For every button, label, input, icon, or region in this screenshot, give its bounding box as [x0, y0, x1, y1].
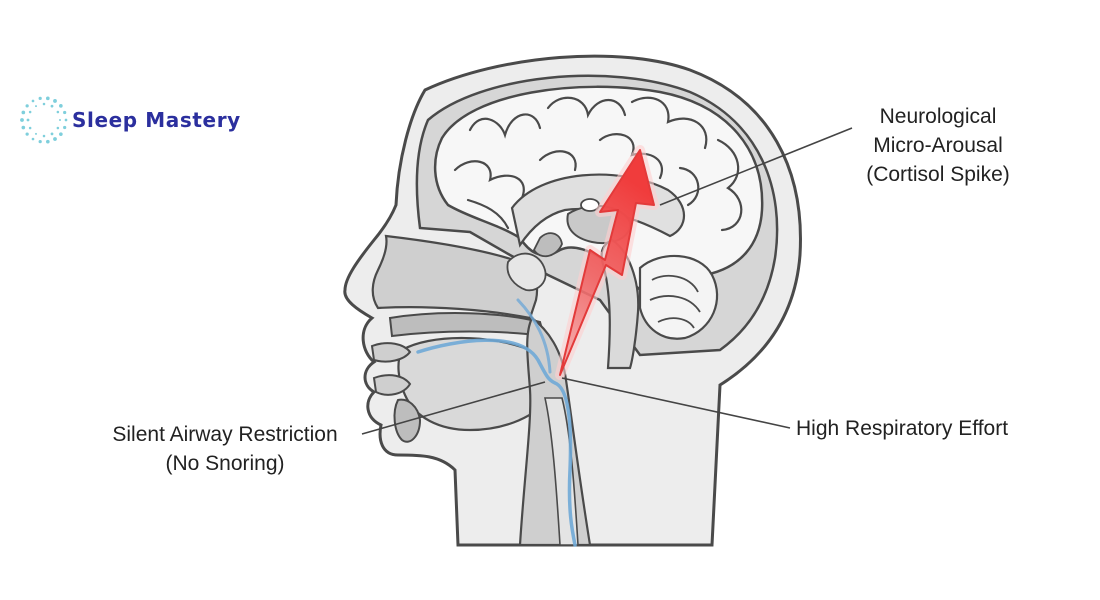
label-neuro-line1: Neurological: [879, 105, 997, 128]
logo-dot: [21, 125, 26, 130]
logo-dot: [26, 118, 30, 122]
label-silent-line2: (No Snoring): [165, 452, 285, 475]
logo-dot: [28, 110, 32, 114]
logo-dot: [20, 118, 24, 122]
logo-dot: [42, 102, 46, 106]
nasal-cavity: [371, 234, 539, 320]
logo-dot: [38, 96, 42, 100]
label-effort-line1: High Respiratory Effort: [796, 417, 1009, 440]
logo-dot: [21, 110, 26, 115]
leader-line-effort: [561, 377, 791, 429]
brand-logo: Sleep Mastery: [18, 92, 241, 148]
logo-dot: [31, 99, 35, 103]
cerebellum-folds: [649, 274, 701, 329]
logo-dot: [45, 139, 50, 144]
logo-dot: [56, 126, 60, 130]
logo-dot: [64, 118, 68, 122]
hypothalamus: [532, 232, 563, 258]
brand-name: Sleep Mastery: [72, 108, 241, 132]
logo-dot: [38, 140, 42, 144]
logo-dot: [59, 119, 61, 121]
logo-dot: [25, 104, 29, 108]
arousal-arrow: [559, 149, 655, 376]
label-silent-line1: Silent Airway Restriction: [112, 423, 338, 446]
logo-dot: [63, 110, 67, 115]
logo-dot: [59, 132, 63, 136]
leader-line-silent: [361, 381, 546, 435]
label-high-respiratory-effort: High Respiratory Effort: [796, 414, 1008, 443]
sinus: [506, 252, 547, 292]
logo-dot: [35, 105, 37, 108]
airway-path: [416, 338, 577, 547]
logo-dot: [50, 132, 54, 136]
logo-dot: [42, 134, 46, 138]
logo-dot: [50, 104, 54, 108]
label-neurological-micro-arousal: Neurological Micro-Arousal (Cortisol Spi…: [818, 102, 1058, 189]
logo-dot: [59, 104, 63, 108]
lower-lip: [372, 374, 412, 396]
logo-dot: [53, 137, 57, 141]
logo-dot: [25, 132, 29, 136]
logo-dot: [53, 99, 57, 103]
label-neuro-line3: (Cortisol Spike): [866, 163, 1010, 186]
logo-dot: [63, 125, 67, 130]
upper-lip: [370, 342, 412, 363]
leader-line-neuro: [659, 127, 853, 206]
logo-dot: [35, 132, 37, 135]
logo-dot: [45, 96, 50, 101]
dotted-circle-logo-icon: [20, 96, 68, 144]
logo-dot: [31, 137, 35, 141]
airway-path-upper: [516, 298, 552, 374]
label-silent-airway-restriction: Silent Airway Restriction (No Snoring): [80, 420, 370, 478]
logo-dot: [56, 110, 60, 114]
logo-dot: [28, 126, 32, 130]
label-neuro-line2: Micro-Arousal: [873, 134, 1003, 157]
